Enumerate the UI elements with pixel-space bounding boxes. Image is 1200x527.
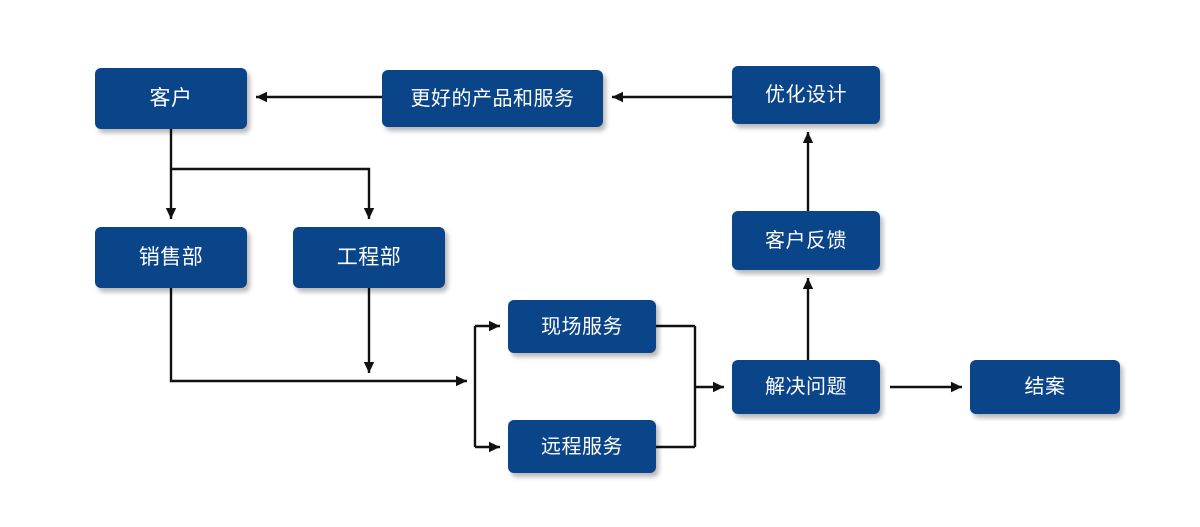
node-eng-dept[interactable]: 工程部 (293, 227, 445, 288)
node-sales-dept[interactable]: 销售部 (95, 227, 247, 288)
node-label-customer: 客户 (149, 86, 193, 110)
arrowhead-eng-to-dispatch (363, 362, 375, 373)
arrowhead-solve-to-feedback (802, 278, 814, 289)
node-label-eng-dept: 工程部 (336, 245, 402, 269)
node-label-onsite-service: 现场服务 (541, 315, 623, 338)
arrowhead-customer-to-sales (165, 208, 177, 219)
node-label-close-case: 结案 (1024, 376, 1066, 398)
node-onsite-service[interactable]: 现场服务 (508, 300, 656, 353)
node-label-solve-problem: 解决问题 (765, 376, 847, 398)
connector-customer-to-eng (171, 167, 371, 219)
node-solve-problem[interactable]: 解决问题 (732, 360, 880, 414)
node-optimize[interactable]: 优化设计 (732, 66, 880, 124)
node-label-feedback: 客户反馈 (765, 229, 847, 252)
arrowhead-split-to-remote (489, 441, 500, 453)
node-label-better-product: 更好的产品和服务 (410, 87, 575, 110)
arrowhead-merge-to-solve (713, 381, 724, 393)
node-remote-service[interactable]: 远程服务 (508, 420, 656, 473)
node-feedback[interactable]: 客户反馈 (732, 211, 880, 270)
arrowhead-optimize-to-better (612, 91, 623, 103)
node-close-case[interactable]: 结案 (970, 360, 1120, 414)
arrowhead-sales-to-dispatch (456, 375, 467, 387)
connector-group (165, 91, 962, 453)
node-better-product[interactable]: 更好的产品和服务 (382, 70, 603, 127)
node-label-sales-dept: 销售部 (138, 245, 204, 269)
arrowhead-solve-to-close (951, 381, 962, 393)
node-customer[interactable]: 客户 (95, 68, 247, 129)
connector-sales-to-dispatch (169, 288, 467, 383)
arrowhead-customer-to-eng (363, 208, 375, 219)
arrowhead-better-to-customer (256, 91, 267, 103)
arrowhead-split-to-onsite (489, 320, 500, 332)
node-label-optimize: 优化设计 (765, 84, 847, 106)
arrowhead-feedback-to-optimize (802, 132, 814, 143)
node-label-remote-service: 远程服务 (541, 435, 623, 458)
